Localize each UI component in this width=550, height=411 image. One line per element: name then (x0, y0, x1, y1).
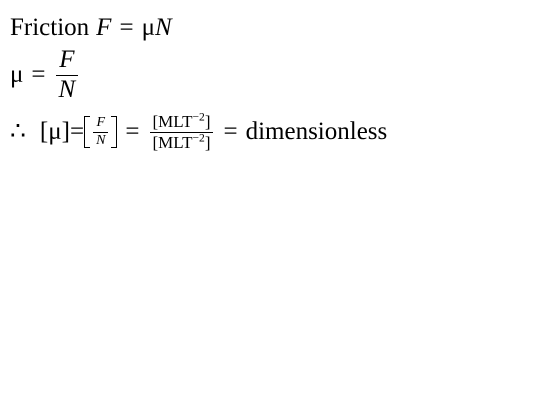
dimension-derivation-line: ∴ [μ]= F N = [MLT−2] [MLT−2] = dimension… (10, 104, 540, 160)
mu-symbol: μ (141, 14, 155, 42)
equation-document: Friction F = μ N μ = F N ∴ [μ]= F N = (10, 10, 540, 160)
inner-denominator: N (96, 132, 106, 148)
left-bracket (84, 115, 91, 149)
denominator-base: [MLT (152, 132, 193, 152)
dimension-denominator: [MLT−2] (150, 131, 214, 152)
numerator-close: ] (204, 111, 211, 131)
numerator-exponent: −2 (192, 110, 205, 124)
fraction-numerator: F (59, 46, 75, 74)
right-bracket (111, 115, 118, 149)
denominator-exponent: −2 (192, 131, 205, 145)
equals-sign: = (119, 14, 134, 42)
dimension-fraction-bar (149, 131, 214, 133)
force-symbol: F (96, 14, 112, 42)
equals-sign: = (125, 118, 140, 146)
dimension-of-mu: [μ]= (39, 118, 85, 146)
inner-fraction: F N (93, 114, 109, 148)
inner-fraction-bar (93, 131, 109, 133)
numerator-base: [MLT (152, 111, 193, 131)
result-text: dimensionless (245, 118, 388, 146)
equals-sign: = (223, 118, 238, 146)
inner-numerator: F (96, 114, 106, 130)
mu-fraction: F N (55, 46, 79, 103)
dimension-fraction: [MLT−2] [MLT−2] (149, 110, 214, 152)
therefore-symbol: ∴ (10, 118, 26, 146)
friction-definition-line: Friction F = μ N (10, 10, 540, 46)
mu-symbol: μ (10, 61, 24, 89)
normal-force-symbol: N (154, 14, 172, 42)
fraction-denominator: N (58, 75, 76, 103)
equals-sign: = (31, 61, 46, 89)
dimension-numerator: [MLT−2] (150, 110, 214, 131)
friction-word: Friction (10, 14, 90, 42)
bracketed-fraction: F N (84, 114, 118, 149)
fraction-bar (55, 74, 79, 76)
mu-definition-line: μ = F N (10, 46, 540, 104)
denominator-close: ] (204, 132, 211, 152)
